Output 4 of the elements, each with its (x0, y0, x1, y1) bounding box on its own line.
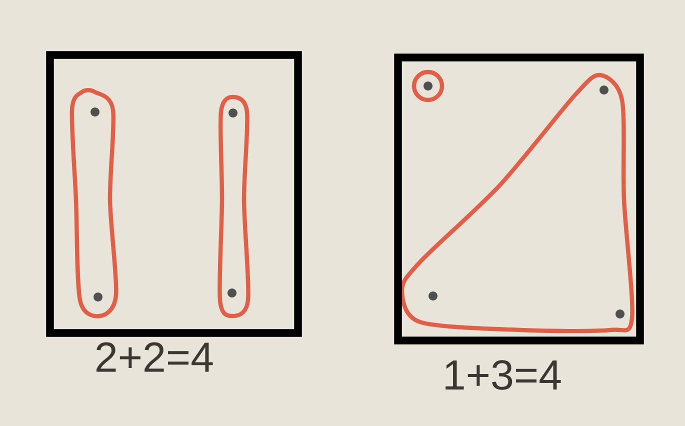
equation-label: 2+2=4 (96, 342, 213, 372)
frame-box (46, 51, 302, 337)
equation-label: 1+3=4 (446, 360, 561, 390)
frame-box (394, 54, 644, 344)
